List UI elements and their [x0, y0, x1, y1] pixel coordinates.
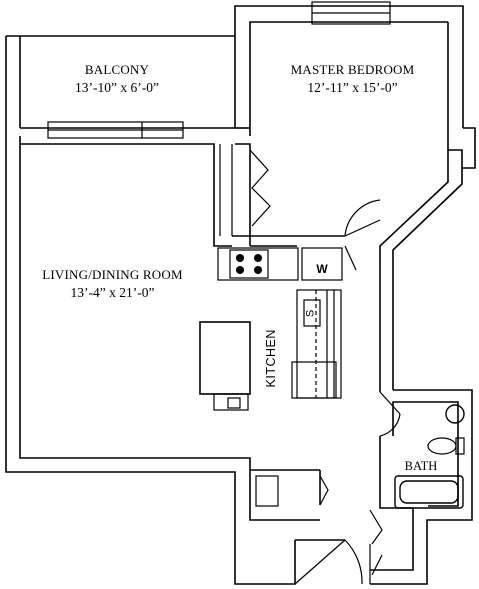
washer-label: W [316, 262, 328, 276]
entry-door [294, 539, 363, 585]
bedroom-closet [219, 144, 271, 236]
bedroom-top-outer-wall [234, 5, 464, 128]
bathtub [394, 475, 464, 509]
entry-closet-shelf [255, 475, 279, 507]
bath-door [379, 391, 401, 437]
kitchen-counter-top [217, 247, 299, 281]
hall-right-wall [370, 389, 473, 585]
balcony-outer-wall [6, 35, 21, 128]
balcony-label: BALCONY [84, 62, 150, 77]
kitchen-label: KITCHEN [263, 329, 278, 388]
left-exterior-wall [5, 36, 236, 540]
bedroom-top-inner-wall [249, 21, 448, 136]
island-small-cabinet [213, 393, 249, 411]
fridge [291, 361, 337, 399]
living-dining-label: LIVING/DINING ROOM [42, 267, 183, 282]
living-dining-dimensions: 13’-4” x 21’-0” [70, 285, 155, 300]
bath-label: BATH [404, 459, 438, 473]
entry-wall-left [234, 540, 296, 585]
bedroom-door [344, 199, 381, 271]
balcony-dimensions: 13’-10” x 6’-0” [75, 80, 159, 95]
balcony-window [47, 121, 184, 139]
entry-closet-bifold [319, 475, 329, 506]
bifold-door [249, 149, 271, 227]
kitchen-island [199, 321, 251, 395]
washer-box [301, 247, 343, 281]
left-interior-wall [19, 136, 251, 470]
toilet [427, 437, 465, 455]
sink-label: S [304, 309, 317, 318]
bedroom-right-inner-wall [447, 22, 463, 168]
bedroom-top-window [311, 1, 391, 25]
master-bedroom-dimensions: 12’-11” x 15’-0” [307, 80, 398, 95]
bath-sink [445, 404, 465, 424]
stove-burners [236, 254, 262, 274]
bath-closet-bifold [369, 509, 383, 545]
kitchen-counter-run [291, 289, 342, 399]
master-bedroom-label: MASTER BEDROOM [290, 62, 415, 77]
